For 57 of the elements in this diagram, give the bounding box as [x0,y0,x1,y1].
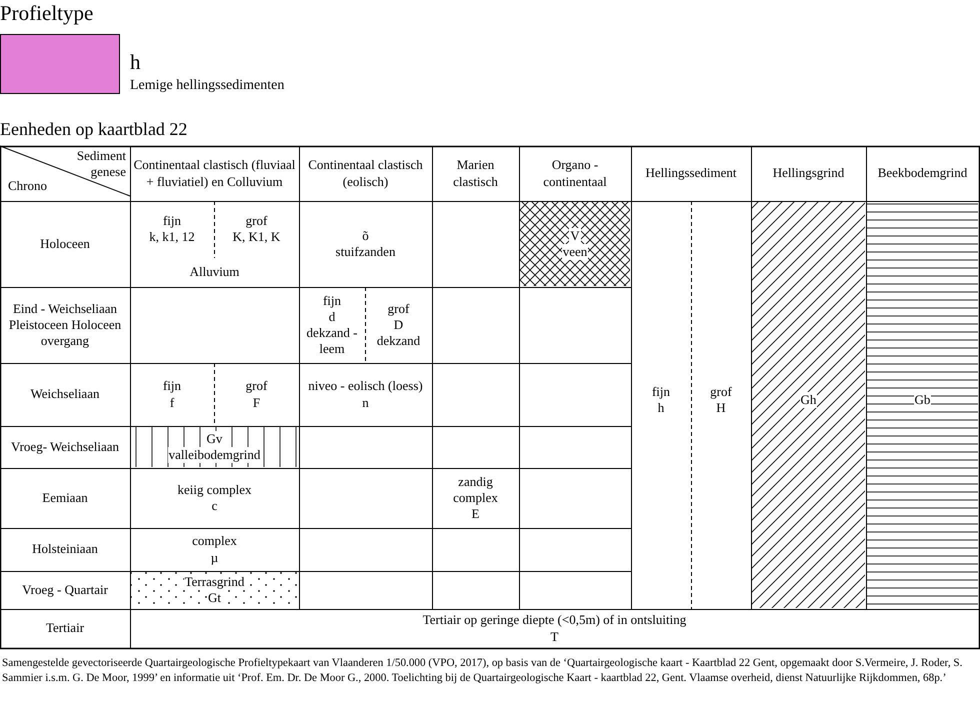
unit-label: keiig complex [177,482,252,498]
unit-label: complex [192,533,237,550]
unit-label: Alluvium [190,264,240,280]
unit-label: F [252,394,260,411]
unit-label: µ [210,550,218,566]
legend-title: Profieltype [0,1,94,26]
unit-label: V [569,228,581,244]
axis-header: Sediment genese [76,148,126,180]
unit-label: veen [562,244,588,260]
period-label: Weichseliaan [30,386,100,403]
unit-label: H [716,400,726,416]
period-label: Vroeg- Weichseliaan [10,438,120,456]
unit-label: E [472,506,480,522]
unit-label: grof [710,384,732,400]
unit-label: fijn [162,212,182,229]
legend-code: h [130,50,140,75]
column-header: Beekbodemgrind [878,165,968,182]
unit-label: dekzand [376,333,420,350]
axis-header: Chrono [8,178,47,194]
column-header: Continentaal clastisch (eolisch) [307,157,424,190]
unit-label: T [550,628,558,645]
unit-label: dekzand - leem [306,325,358,358]
legend-description: Lemige hellingssedimenten [130,78,284,94]
unit-label: fijn [322,292,342,309]
unit-label: k, k1, 12 [149,229,195,246]
period-label: Vroeg - Quartair [22,582,108,598]
unit-label: Tertiair op geringe diepte (<0,5m) of in ontsluiting [422,612,686,628]
unit-label: h [658,400,664,416]
period-label: Holsteiniaan [32,541,98,558]
source-note: Samengestelde gevectoriseerde Quartairgeologische Profieltypekaart van Vlaanderen 1/50.000 (VPO, 2017), op basis van de ‘Quartairgeologische kaart - Kaartblad 22 Gent, opgemaakt door S.Vermeire, J. Roder, S. Sammier i.s.m. G. De Moor, 1999’ en informatie uit ‘Prof. Em. Dr. De Moor G., 2000. Toelichting bij de Quartairgeologische Kaart - kaartblad 22, Gent. Vlaamse overheid, dienst Natuurlijke Rijkdommen, 68p.’ [2,656,964,686]
column-header: Continentaal clastisch (fluviaal + fluviatiel) en Colluvium [133,157,296,190]
unit-label: õ [362,228,369,244]
unit-label: f [170,394,174,411]
unit-label: grof [388,300,410,317]
unit-label: Gt [207,590,222,606]
unit-label: fijn [162,378,182,394]
unit-label: niveo - eolisch (loess) [308,378,423,394]
period-label: Holoceen [40,236,90,252]
period-label: Tertiair [46,620,84,637]
column-header: Hellingssediment [646,165,736,182]
unit-label: n [362,394,369,411]
column-header: Organo - continentaal [542,157,608,190]
period-label: Eemiaan [42,490,88,506]
unit-label: grof [246,378,268,394]
unit-label: c [212,498,218,514]
unit-label: zandig complex [452,474,499,506]
column-header: Hellingsgrind [772,165,844,182]
unit-label: D [394,316,404,334]
unit-label: stuifzanden [336,244,396,260]
unit-label: d [328,308,336,325]
unit-label: K, K1, K [232,229,280,246]
unit-label: grof [246,212,268,229]
column-header: Marien clastisch [452,157,499,190]
unit-label: valleibodemgrind [168,447,262,464]
unit-label: fijn [652,384,670,400]
table-heading: Eenheden op kaartblad 22 [0,119,188,140]
period-label: Eind - Weichseliaan Pleistoceen Holoceen overgang [8,300,122,350]
